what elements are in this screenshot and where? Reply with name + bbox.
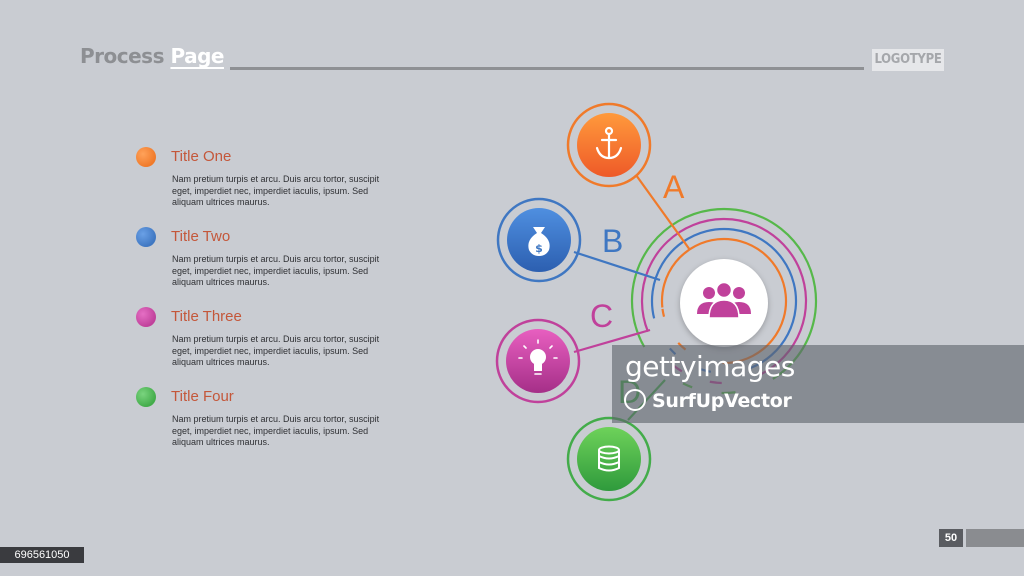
- item-dot-1: [136, 147, 156, 167]
- watermark-credit: SurfUpVector: [652, 390, 792, 412]
- item-body-4: Nam pretium turpis et arcu. Duis arcu to…: [172, 414, 380, 447]
- node-a: [566, 102, 652, 188]
- item-body-2: Nam pretium turpis et arcu. Duis arcu to…: [172, 254, 380, 287]
- item-title-1: Title One: [171, 148, 232, 165]
- page-title-part1: Process: [80, 44, 165, 68]
- connector-a: [635, 174, 691, 251]
- page-number: 50: [939, 529, 963, 547]
- item-body-3: Nam pretium turpis et arcu. Duis arcu to…: [172, 334, 380, 367]
- watermark-brand: gettyimages: [625, 350, 795, 383]
- node-b: $: [496, 197, 582, 283]
- node-c: [495, 318, 581, 404]
- lightbulb-icon: [518, 339, 558, 375]
- page-title: Process Page: [80, 44, 224, 68]
- item-title-3: Title Three: [171, 308, 242, 325]
- item-title-4: Title Four: [171, 388, 234, 405]
- item-dot-3: [136, 307, 156, 327]
- logotype-badge: LOGOTYPE: [872, 49, 944, 71]
- center-node: [680, 259, 768, 347]
- page-title-part2: Page: [170, 44, 224, 68]
- watermark-band: [612, 345, 1024, 423]
- coins-stack-icon: [598, 445, 620, 472]
- ring-blue: [650, 227, 798, 375]
- page-number-bar: [966, 529, 1024, 547]
- item-body-1: Nam pretium turpis et arcu. Duis arcu to…: [172, 174, 380, 207]
- people-group-icon: [697, 281, 751, 319]
- money-bag-icon: $: [528, 227, 550, 256]
- node-letter-a: A: [663, 169, 685, 205]
- anchor-icon: [595, 126, 623, 160]
- item-dot-2: [136, 227, 156, 247]
- connector-b: [573, 250, 661, 282]
- node-letter-b: B: [602, 223, 623, 259]
- item-title-2: Title Two: [171, 228, 231, 245]
- svg-text:$: $: [535, 242, 543, 255]
- node-letter-c: C: [590, 298, 613, 334]
- connector-c: [573, 328, 651, 354]
- header-divider: [230, 67, 864, 70]
- image-id-label: 696561050: [0, 547, 84, 563]
- node-d: [566, 416, 652, 502]
- item-dot-4: [136, 387, 156, 407]
- copyright-icon: [624, 389, 646, 411]
